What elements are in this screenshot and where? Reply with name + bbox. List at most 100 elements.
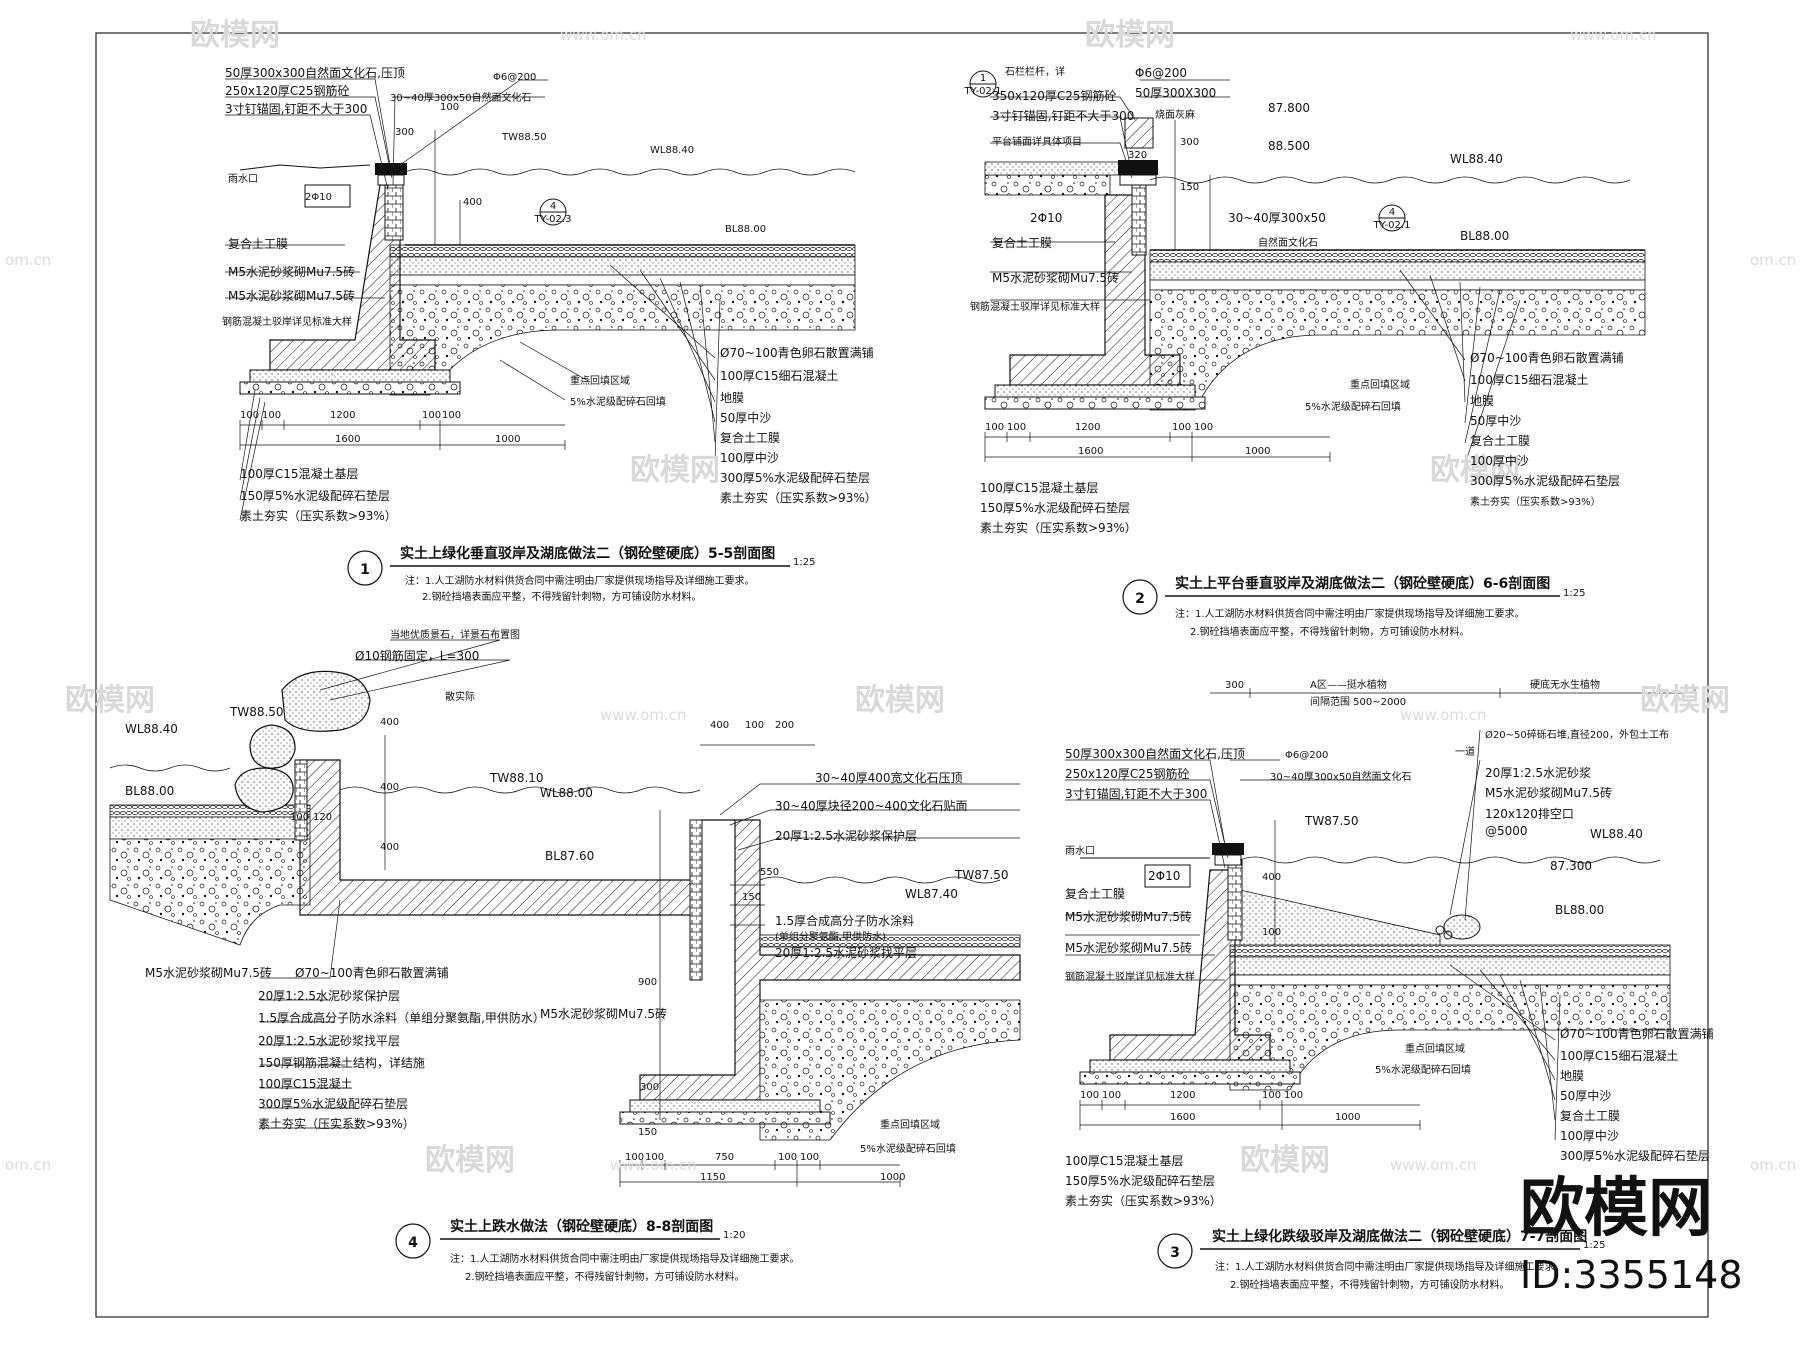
d3-label: 间隔范围 500~2000 (1310, 695, 1406, 708)
d1-dim: 100 (422, 410, 441, 421)
d1-label: 复合土工膜 (228, 236, 288, 251)
d1-dim: 100 (442, 410, 461, 421)
d4-label: TW87.50 (954, 868, 1009, 882)
d2-label: WL88.40 (1450, 152, 1503, 166)
d4-dim: 200 (775, 720, 794, 731)
d2-scale: 1:25 (1563, 588, 1585, 599)
d3-gravel-base (1229, 984, 1671, 1091)
d2-footing-c15 (994, 384, 1196, 398)
d3-leaders (1065, 729, 1561, 1141)
d4-dim: 400 (710, 720, 729, 731)
d4-dim: 900 (638, 977, 657, 988)
d4-dim: 100 (625, 1152, 644, 1163)
d4-label: Ø10钢筋固定，L=300 (355, 648, 479, 663)
d4-label: 散实际 (445, 690, 475, 703)
d3-note-1: 注：1.人工湖防水材料供货合同中需注明由厂家提供现场指导及详细施工要求。 (1215, 1260, 1565, 1273)
d4-label: 重点回填区域 (880, 1118, 940, 1131)
d2-label: 87.800 (1268, 101, 1310, 115)
d4-upper-concrete (109, 816, 311, 840)
d1-dim: 1600 (335, 434, 360, 445)
d2-label: 石栏栏杆，详 (1005, 65, 1065, 78)
d4-dim: 100 (778, 1152, 797, 1163)
d1-label: 300厚5%水泥级配碎石垫层 (720, 470, 870, 485)
d3-dim: 1600 (1170, 1112, 1195, 1123)
d4-footing-c15 (629, 1099, 821, 1113)
d3-label: 地膜 (1560, 1069, 1584, 1083)
d1-dim: 300 (395, 127, 414, 138)
d4-water-lower (759, 876, 1001, 884)
d3-label: TW87.50 (1304, 814, 1359, 828)
d4-dim: 150 (742, 892, 761, 903)
d4-label: Ø70~100青色卵石散置满铺 (295, 965, 449, 980)
d3-label: @5000 (1485, 824, 1528, 838)
d4-dim: 400 (380, 717, 399, 728)
d2-leaders (990, 79, 1521, 465)
d2-dim: 300 (1180, 137, 1199, 148)
watermark-url: www.om.cn (1570, 26, 1657, 44)
d4-label: 20厚1:2.5水泥砂浆找平层 (775, 945, 917, 960)
d2-dim: 1600 (1078, 446, 1103, 457)
brand-stamp-name: 欧模网 (1520, 1172, 1712, 1246)
d2-label: 复合土工膜 (992, 235, 1052, 250)
d4-footing-gravel (619, 1111, 831, 1125)
d3-title: 实土上绿化跌级驳岸及湖底做法二（钢砼壁硬底）7-7剖面图 (1212, 1228, 1587, 1245)
d3-label: 100厚中沙 (1560, 1128, 1619, 1143)
d3-label: Ø20~50碎砾石堆,直径200，外包土工布 (1485, 728, 1669, 741)
d2-label: 100厚C15混凝土基层 (980, 480, 1099, 495)
d4-upper-brick (294, 759, 308, 841)
d4-note-2: 2.钢砼挡墙表面应平整，不得残留针刺物，方可铺设防水材料。 (465, 1270, 745, 1283)
watermark-url: www.om.cn (560, 26, 647, 44)
d4-dim: 100 (800, 1152, 819, 1163)
d3-label: 3寸钉锚固,钉距不大于300 (1065, 786, 1207, 801)
d4-label: 当地优质景石，详景石布置图 (390, 628, 520, 641)
d2-note-2: 2.钢砼挡墙表面应平整，不得残留针刺物，方可铺设防水材料。 (1190, 625, 1470, 638)
d4-label: 5%水泥级配碎石回填 (860, 1142, 956, 1155)
d2-concrete-layer (1149, 261, 1646, 281)
d1-label: 素土夯实（压实系数>93%） (240, 508, 397, 523)
d1-label: Φ6@200 (493, 72, 536, 83)
d2-label: 平台铺面详具体项目 (992, 135, 1082, 148)
d3-label: 2Φ10 (1148, 869, 1180, 883)
d4-dim: 400 (380, 842, 399, 853)
d4-label: 素土夯实（压实系数>93%） (258, 1116, 415, 1131)
d3-label: 复合土工膜 (1065, 886, 1125, 901)
d1-ref-bottom: TY-02.3 (534, 214, 572, 225)
d1-dim: 100 (440, 102, 459, 113)
d1-label: 100厚中沙 (720, 450, 779, 465)
d1-dim: 1000 (495, 434, 520, 445)
d1-pebble-layer (389, 244, 856, 258)
d2-dim: 1200 (1075, 422, 1100, 433)
d4-label: M5水泥砂浆砌Mu7.5砖 (540, 1006, 667, 1021)
d3-water-line (1239, 856, 1661, 864)
d2-dim: 320 (1128, 150, 1147, 161)
d2-label: 素土夯实（压实系数>93%） (1470, 495, 1601, 508)
d4-label: BL87.60 (545, 849, 594, 863)
d4-label: 1.5厚合成高分子防水涂料 (775, 913, 914, 928)
d2-label: 3寸钉锚固,钉距不大于300 (992, 108, 1134, 123)
d3-dim: 300 (1225, 680, 1244, 691)
d3-label: Φ6@200 (1285, 750, 1328, 761)
d2-dim: 1000 (1245, 446, 1270, 457)
d1-title-number: 1 (360, 562, 370, 578)
d4-leaders (260, 639, 1020, 1129)
d2-label: 300厚5%水泥级配碎石垫层 (1470, 473, 1620, 488)
d4-lower-gravel (759, 999, 1021, 1141)
d1-label: BL88.00 (725, 224, 766, 235)
d4-title: 实土上跌水做法（钢砼壁硬底）8-8剖面图 (450, 1218, 713, 1235)
d3-scale: 1:25 (1583, 1240, 1605, 1251)
d1-note-1: 注：1.人工湖防水材料供货合同中需注明由厂家提供现场指导及详细施工要求。 (405, 574, 755, 587)
d1-label: TW88.50 (501, 132, 547, 143)
d4-label: WL87.40 (905, 887, 958, 901)
d1-label: M5水泥砂浆砌Mu7.5砖 (228, 288, 355, 303)
d4-boulder-1 (281, 670, 371, 732)
d3-footing-c15 (1089, 1059, 1291, 1073)
d3-dim: 100 (1262, 927, 1281, 938)
d1-label: 250x120厚C25钢筋砼 (225, 83, 350, 98)
d2-dim: 100 (985, 422, 1004, 433)
d2-dimensions (984, 120, 1331, 462)
d1-label: 50厚中沙 (720, 410, 771, 425)
d2-brick-facing (1131, 174, 1147, 256)
d2-sand-layer (1149, 279, 1646, 291)
d4-dim: 100 (290, 812, 309, 823)
